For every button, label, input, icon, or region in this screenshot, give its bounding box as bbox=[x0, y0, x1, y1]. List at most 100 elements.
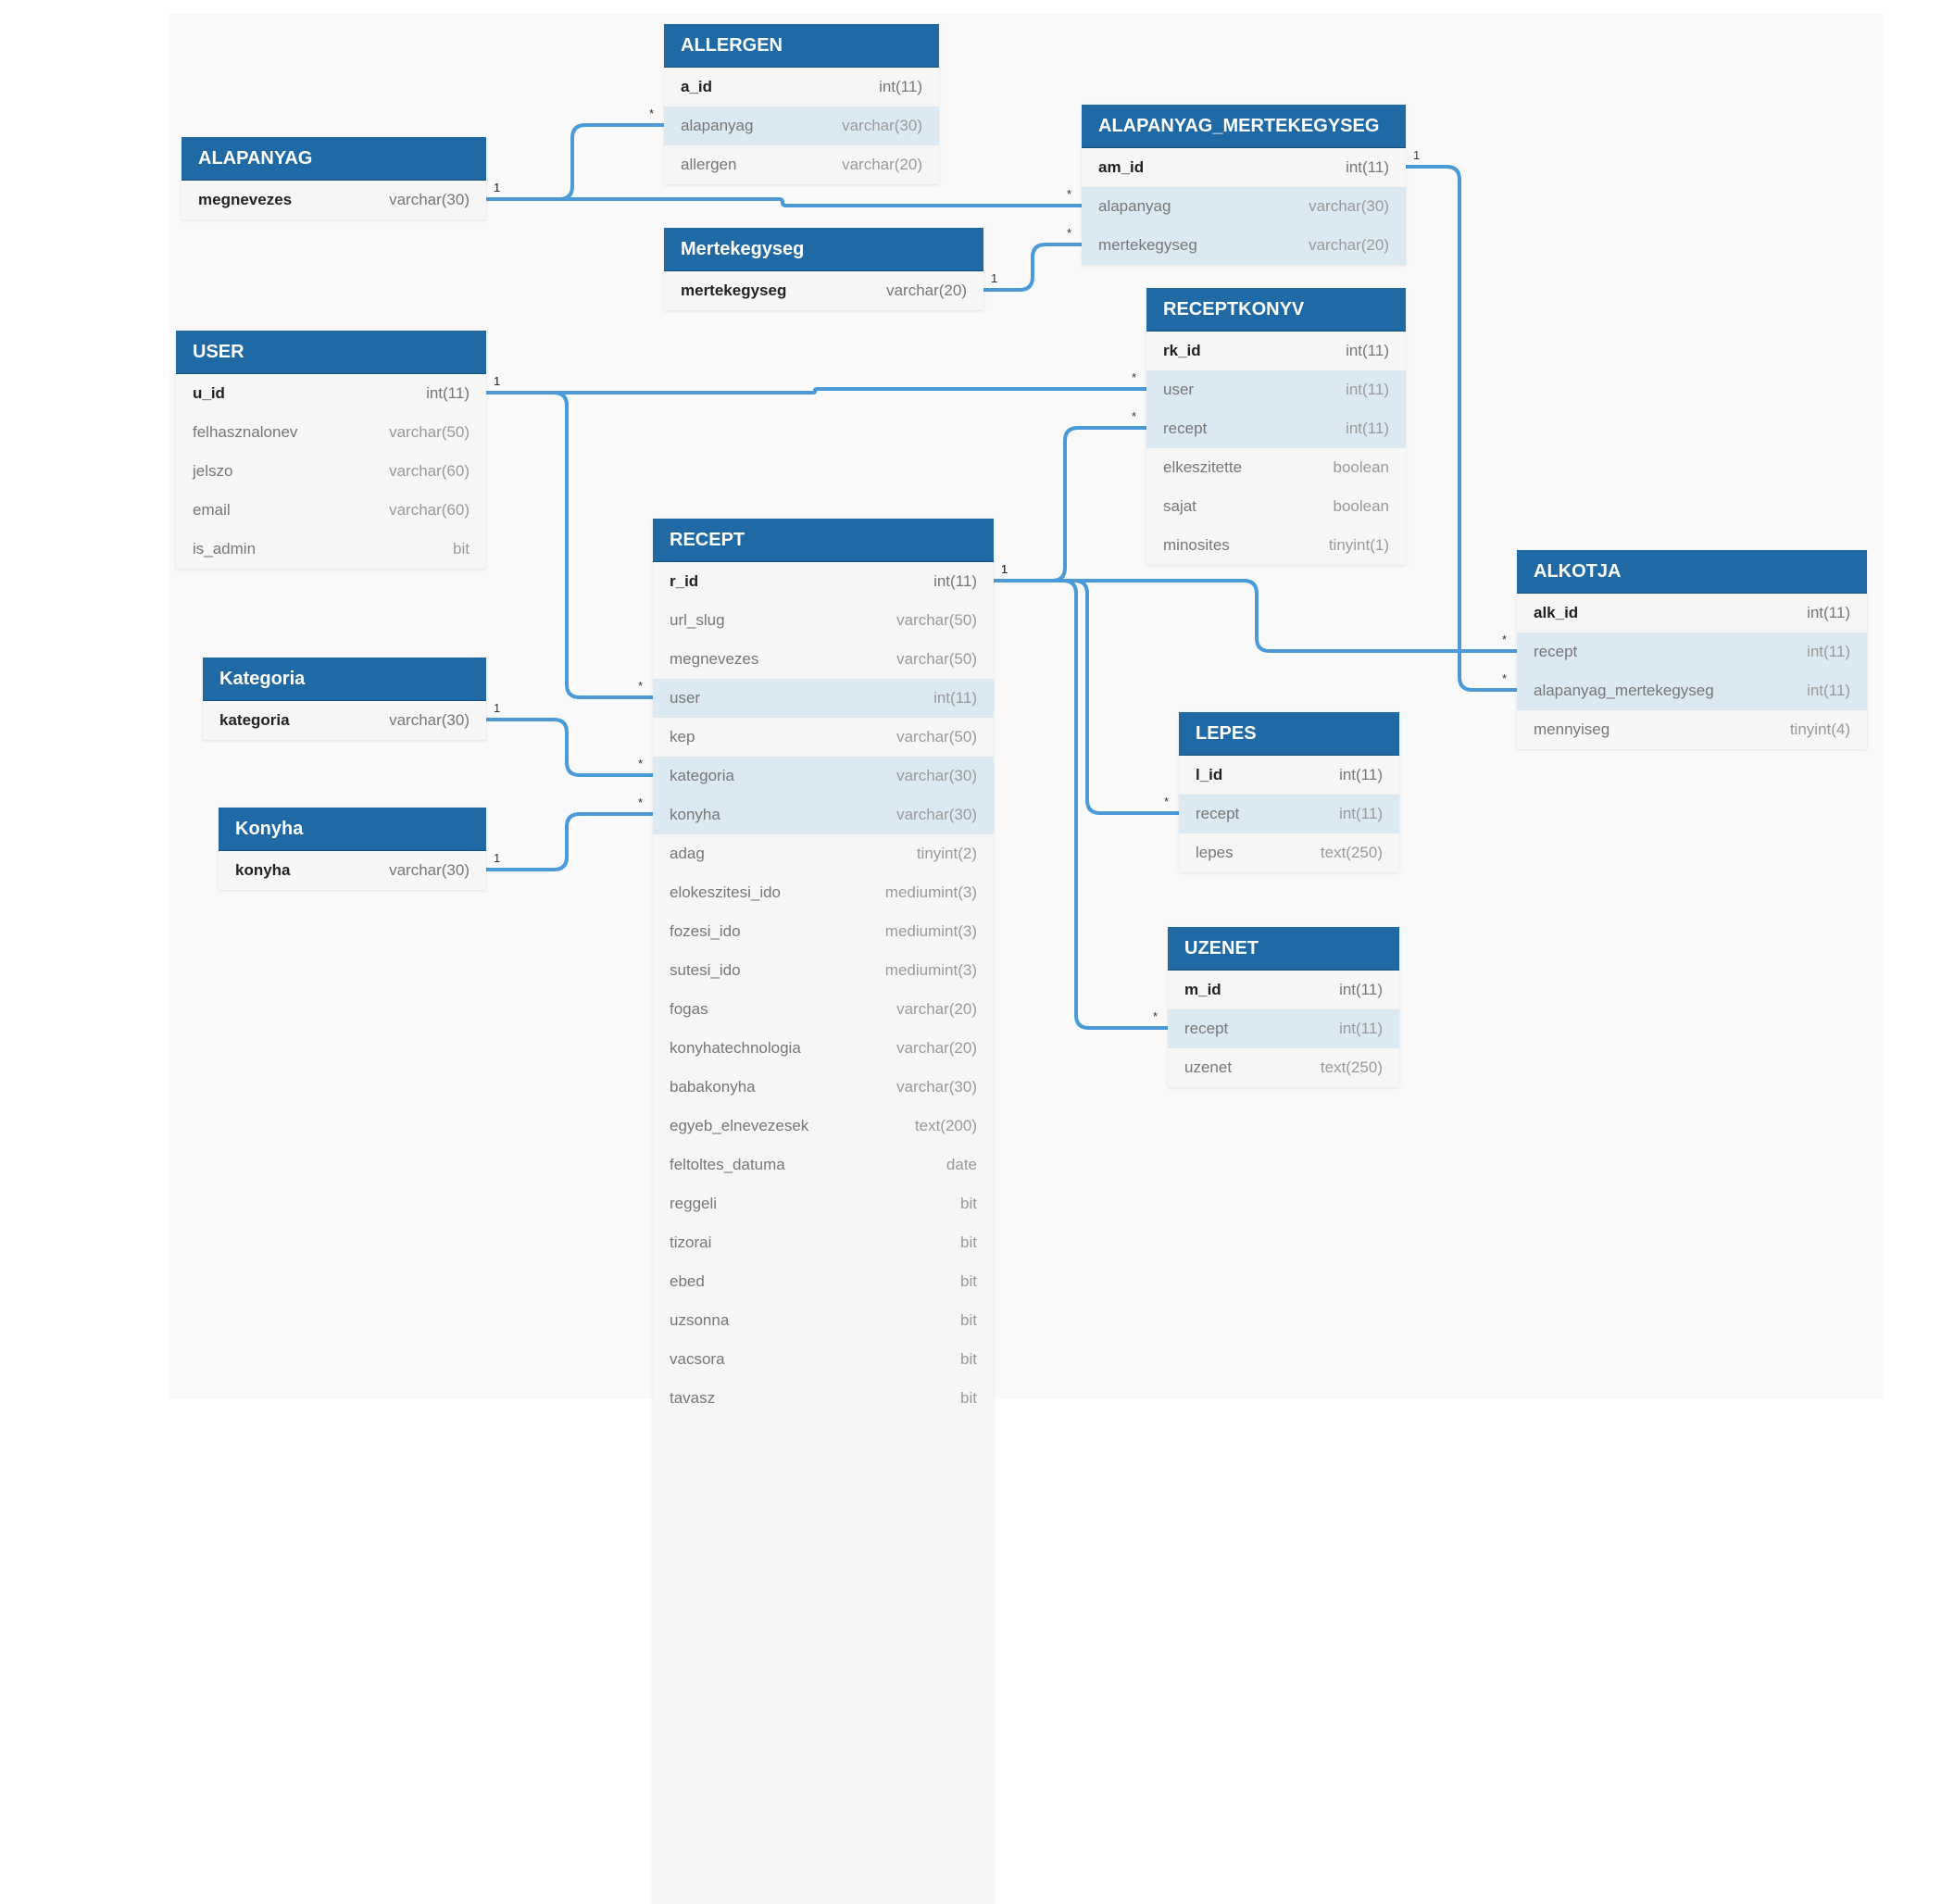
column-name: reggeli bbox=[670, 1195, 718, 1212]
table-header[interactable]: ALAPANYAG_MERTEKEGYSEG bbox=[1082, 105, 1406, 148]
table-header[interactable]: UZENET bbox=[1168, 927, 1399, 971]
column-name: m_id bbox=[1184, 981, 1221, 998]
column-name: fogas bbox=[670, 1000, 708, 1018]
table-header[interactable]: RECEPT bbox=[653, 519, 994, 562]
column-name: is_admin bbox=[193, 540, 257, 557]
column-type: varchar(30) bbox=[896, 767, 977, 784]
table-header[interactable]: Kategoria bbox=[203, 658, 486, 701]
column-name: konyha bbox=[670, 806, 720, 823]
table-konyha[interactable]: Konyha konyha varchar(30) bbox=[219, 808, 486, 890]
column-name: elokeszitesi_ido bbox=[670, 883, 782, 901]
table-header[interactable]: RECEPTKONYV bbox=[1146, 288, 1406, 332]
table-header[interactable]: Konyha bbox=[219, 808, 486, 851]
column-type: varchar(20) bbox=[886, 282, 967, 299]
column-name: mertekegyseg bbox=[1098, 236, 1197, 254]
table-header[interactable]: ALKOTJA bbox=[1517, 550, 1867, 594]
table-header[interactable]: ALAPANYAG bbox=[182, 137, 486, 181]
column-type: varchar(30) bbox=[389, 861, 470, 879]
column-row-elokeszitesi-ido[interactable]: elokeszitesi_ido mediumint(3) bbox=[653, 873, 994, 912]
column-type: varchar(30) bbox=[1309, 197, 1389, 215]
column-name: konyha bbox=[235, 861, 291, 879]
table-header[interactable]: ALLERGEN bbox=[664, 24, 939, 68]
column-type: mediumint(3) bbox=[884, 922, 977, 940]
column-type: tinyint(1) bbox=[1328, 536, 1389, 554]
column-name: egyeb_elnevezesek bbox=[670, 1117, 809, 1134]
table-header[interactable]: LEPES bbox=[1179, 712, 1399, 756]
column-type: int(11) bbox=[426, 384, 470, 402]
column-type: varchar(30) bbox=[896, 1078, 977, 1096]
column-type: mediumint(3) bbox=[884, 883, 977, 901]
table-header[interactable]: Mertekegyseg bbox=[664, 228, 983, 271]
column-name: megnevezes bbox=[198, 191, 293, 208]
table-header[interactable]: USER bbox=[176, 331, 486, 374]
column-name: tavasz bbox=[670, 1389, 716, 1407]
column-name: uzsonna bbox=[670, 1311, 730, 1329]
column-type: varchar(50) bbox=[896, 611, 977, 629]
column-row-konyha[interactable]: konyha varchar(30) bbox=[219, 851, 486, 890]
column-type: int(11) bbox=[1346, 420, 1389, 437]
